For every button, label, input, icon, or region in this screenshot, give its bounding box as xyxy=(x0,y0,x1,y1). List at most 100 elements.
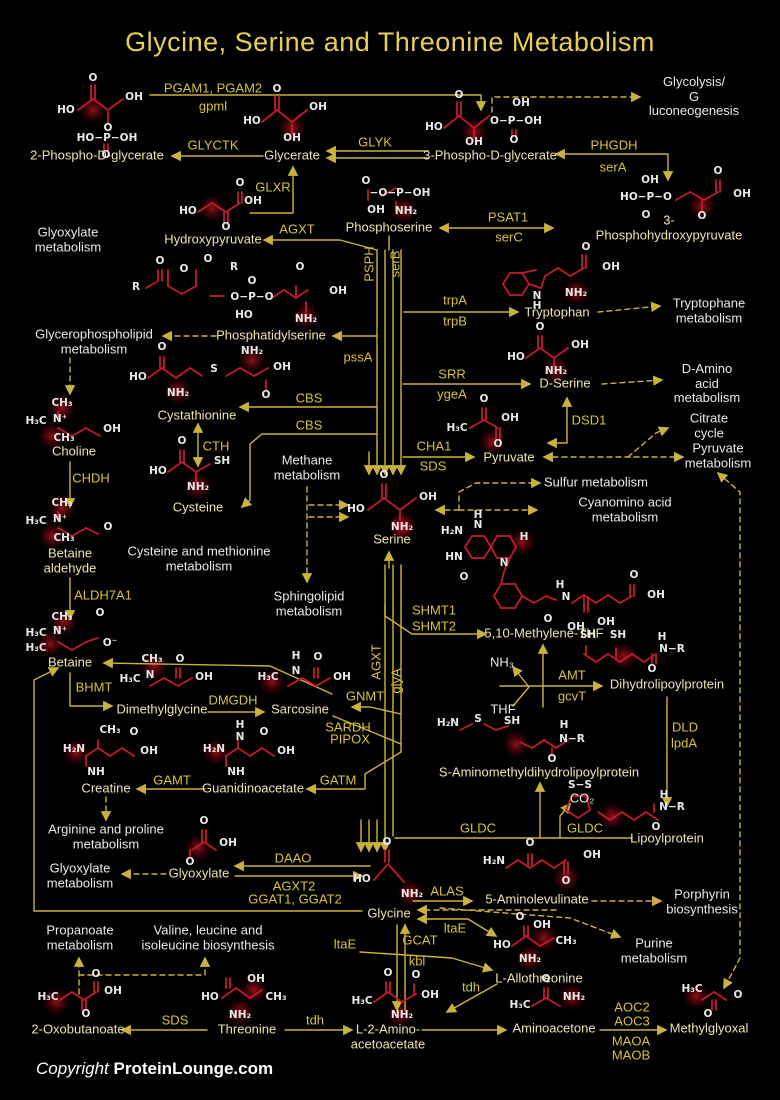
metabolite-5-aminolevulinate: 5-Aminolevulinate xyxy=(485,891,589,907)
enzyme-serb: serB xyxy=(387,250,403,278)
enzyme-tdh: tdh xyxy=(305,1012,325,1028)
bond-line xyxy=(619,595,633,604)
bond-line xyxy=(147,367,163,379)
pathway-porphyrin-biosynthesis: Porphyrin biosynthesis xyxy=(666,886,738,916)
atom-label: H xyxy=(658,631,667,643)
atom-label: O xyxy=(544,613,553,625)
enzyme-trpb: trpB xyxy=(443,313,467,329)
enzyme-glya: glyA xyxy=(388,668,404,694)
atom-label: CH₃ xyxy=(141,653,162,665)
atom-label: O xyxy=(104,521,113,533)
enzyme-aoc2: AOC2 xyxy=(614,999,650,1015)
bond-line xyxy=(500,571,505,585)
atom-label: R xyxy=(230,261,238,273)
atom-label: H xyxy=(236,719,245,731)
bond-line xyxy=(459,723,473,731)
atom-label: O xyxy=(102,149,111,161)
enzyme-kbl: kbl xyxy=(408,953,426,969)
bond-line xyxy=(539,347,555,359)
bond-line xyxy=(607,594,621,604)
bond-line xyxy=(597,811,611,821)
enzyme-ggat1-ggat2: GGAT1, GGAT2 xyxy=(248,891,342,907)
atom-label: SH xyxy=(214,455,230,467)
metabolite-5-10-methylene-thf: 5,10-Methylene-THF xyxy=(484,625,604,641)
atom-label: O xyxy=(178,435,187,447)
reaction-arrow xyxy=(384,603,488,640)
enzyme-ltae: ltaE xyxy=(333,936,357,952)
enzyme-chdh: CHDH xyxy=(72,470,110,486)
bond-line xyxy=(619,653,633,663)
atom-label: OH xyxy=(421,989,439,1001)
enzyme-maob: MAOB xyxy=(611,1047,651,1063)
atom-label: HN xyxy=(445,551,463,563)
atom-label: O xyxy=(104,122,113,134)
bond-line xyxy=(373,991,389,1003)
atom-label: H₃C xyxy=(25,415,46,427)
metabolite-d-serine: D-Serine xyxy=(539,375,591,391)
compound-thf: THF xyxy=(490,701,516,717)
atom-label: NH₂ xyxy=(391,521,414,533)
atom-label: N−R xyxy=(659,643,685,655)
bond-line xyxy=(261,747,275,757)
bond-line xyxy=(521,595,535,604)
atom-label: H xyxy=(660,789,669,801)
metabolite-cysteine: Cysteine xyxy=(172,499,224,515)
structure-glow xyxy=(682,982,710,1010)
atom-label: O xyxy=(89,72,98,84)
bond-line xyxy=(261,109,278,123)
atom-label: HO xyxy=(179,205,197,217)
atom-label: O xyxy=(314,651,323,663)
metabolite-pyruvate: Pyruvate xyxy=(483,449,535,465)
enzyme-gpml: gpml xyxy=(198,98,228,114)
enzyme-bhmt: BHMT xyxy=(75,679,113,695)
atom-label: H₃C xyxy=(446,422,467,434)
atom-label: NH₂ xyxy=(545,365,568,377)
reaction-arrow xyxy=(458,477,542,511)
atom-label: CH₃ xyxy=(53,432,74,444)
enzyme-gnmt: GNMT xyxy=(345,688,385,704)
atom-label: H₂N xyxy=(441,525,463,537)
bond-line xyxy=(509,546,517,559)
bond-line xyxy=(177,677,193,687)
bond-line xyxy=(271,289,285,299)
enzyme-agxt: AGXT xyxy=(279,221,315,237)
pathway-methane-metabolism: Methane metabolism xyxy=(273,452,341,482)
enzyme-pipox: PIPOX xyxy=(330,731,370,747)
atom-label: SH xyxy=(580,629,596,641)
pathway-cysteine-and-methionine-metabolism: Cysteine and methionine metabolism xyxy=(127,543,271,573)
bond-line xyxy=(77,98,94,111)
metabolite-aminoacetone: Aminoacetone xyxy=(512,1020,596,1036)
bond-line xyxy=(540,275,546,289)
structure-glow xyxy=(198,194,226,222)
atom-label: O xyxy=(582,241,591,253)
atom-label: N xyxy=(500,557,509,569)
bond-line xyxy=(295,289,309,299)
bond-line xyxy=(203,841,217,851)
metabolite-l-allothreonine: L-Allothreonine xyxy=(495,970,583,986)
atom-label: NH₂ xyxy=(229,1009,252,1021)
atom-label: H₂N xyxy=(63,743,85,755)
atom-label: OH xyxy=(641,174,659,186)
pathway-propanoate-metabolism: Propanoate metabolism xyxy=(46,922,114,952)
bond-line xyxy=(514,583,523,597)
atom-label: N xyxy=(292,665,301,677)
metabolite-betaine: Betaine xyxy=(47,654,93,670)
atom-label: O xyxy=(455,89,464,101)
structure-glow xyxy=(502,730,530,758)
bond-line xyxy=(225,367,241,377)
bond-line xyxy=(609,811,623,821)
atom-label: N−R xyxy=(559,733,585,745)
metabolite-2-oxobutanoate: 2-Oxobutanoate xyxy=(31,1021,125,1037)
atom-label: O xyxy=(516,911,525,923)
atom-label: OH xyxy=(647,589,665,601)
bond-line xyxy=(607,653,621,663)
